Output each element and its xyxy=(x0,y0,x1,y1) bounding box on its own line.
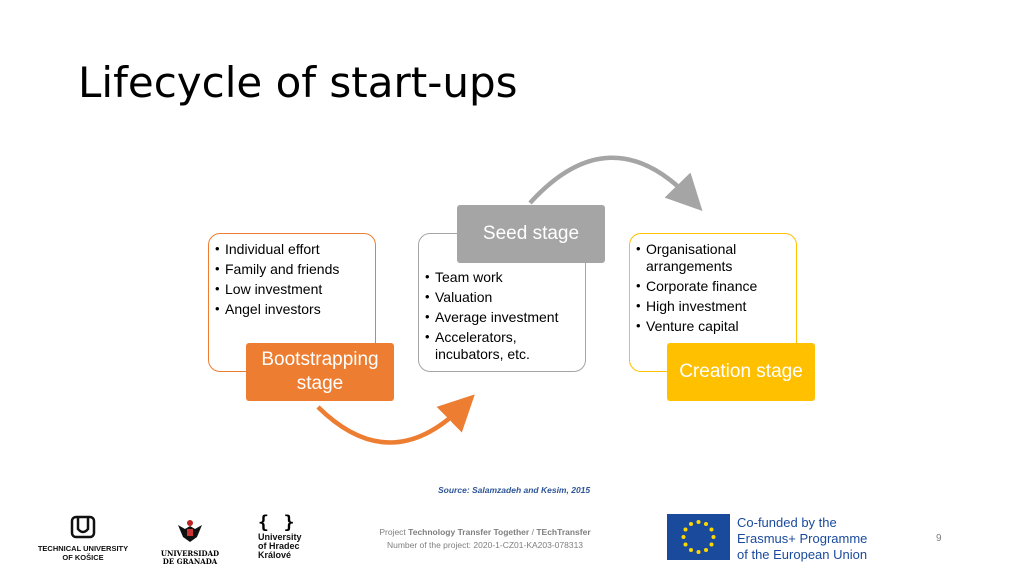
uhk-logo-line1: University xyxy=(258,532,302,542)
ugr-logo: UNIVERSIDAD DE GRANADA xyxy=(155,515,225,566)
seed-box: Team work Valuation Average investment A… xyxy=(418,233,586,372)
eu-star xyxy=(704,547,708,552)
creation-stage-label: Creation stage xyxy=(667,343,815,401)
eu-text-line1: Co-funded by the xyxy=(737,515,837,530)
project-info: Project Technology Transfer Together / T… xyxy=(340,526,630,552)
project-prefix: Project xyxy=(379,527,409,537)
eu-star xyxy=(683,542,688,547)
ugr-logo-text: UNIVERSIDAD DE GRANADA xyxy=(160,549,220,566)
project-separator: / xyxy=(529,527,537,537)
eu-star xyxy=(681,535,686,539)
list-item: Team work xyxy=(425,268,585,286)
uhk-logo: { } University of Hradec Králové xyxy=(258,512,318,560)
eagle-crest-icon xyxy=(178,520,202,542)
eu-star xyxy=(709,542,714,547)
list-item: Average investment xyxy=(425,308,585,326)
uhk-logo-line2: of Hradec xyxy=(258,541,300,551)
eu-star xyxy=(696,550,701,554)
eu-text-line2: Erasmus+ Programme xyxy=(737,531,868,546)
eu-star xyxy=(696,520,701,524)
eu-text-line3: of the European Union xyxy=(737,547,868,562)
project-number: Number of the project: 2020-1-CZ01-KA203… xyxy=(386,540,584,550)
eu-star xyxy=(704,522,708,527)
list-item: Accelerators, incubators, etc. xyxy=(425,328,585,363)
seed-stage-label: Seed stage xyxy=(457,205,605,263)
eu-star xyxy=(689,522,693,527)
eu-star xyxy=(683,527,688,532)
tuke-logo-text: TECHNICAL UNIVERSITY OF KOŠICE xyxy=(37,544,129,562)
arrow-bootstrapping-to-seed xyxy=(316,394,475,445)
bootstrapping-list: Individual effort Family and friends Low… xyxy=(215,240,339,321)
uhk-logo-line3: Králové xyxy=(258,550,292,560)
bootstrapping-box: Individual effort Family and friends Low… xyxy=(208,233,376,372)
list-item: Low investment xyxy=(215,280,339,298)
creation-list: Organisational arrangements Corporate fi… xyxy=(636,240,796,338)
tuke-emblem-icon xyxy=(70,515,96,539)
source-citation: Source: Salamzadeh and Kesim, 2015 xyxy=(438,485,591,495)
list-item: Individual effort xyxy=(215,240,339,258)
list-item: Angel investors xyxy=(215,300,339,318)
tuke-logo: TECHNICAL UNIVERSITY OF KOŠICE xyxy=(33,515,133,562)
bootstrapping-stage-label: Bootstrapping stage xyxy=(246,343,394,401)
page-number: 9 xyxy=(936,533,942,544)
eu-star xyxy=(711,535,716,539)
slide-title: Lifecycle of start-ups xyxy=(78,58,518,107)
seed-list: Team work Valuation Average investment A… xyxy=(425,268,585,366)
list-item: Family and friends xyxy=(215,260,339,278)
project-acronym: TEchTransfer xyxy=(536,527,591,537)
list-item: Venture capital xyxy=(636,317,796,335)
list-item: High investment xyxy=(636,297,796,315)
list-item: Organisational arrangements xyxy=(636,240,796,275)
project-name: Technology Transfer Together xyxy=(408,527,530,537)
list-item: Valuation xyxy=(425,288,585,306)
eu-cofunded-text: Co-funded by the Erasmus+ Programme of t… xyxy=(737,515,867,563)
eu-flag-icon xyxy=(667,514,730,560)
arrow-seed-to-creation xyxy=(528,155,703,211)
eu-star xyxy=(709,527,714,532)
eu-star xyxy=(689,547,693,552)
braces-icon: { } xyxy=(258,512,297,533)
list-item: Corporate finance xyxy=(636,277,796,295)
